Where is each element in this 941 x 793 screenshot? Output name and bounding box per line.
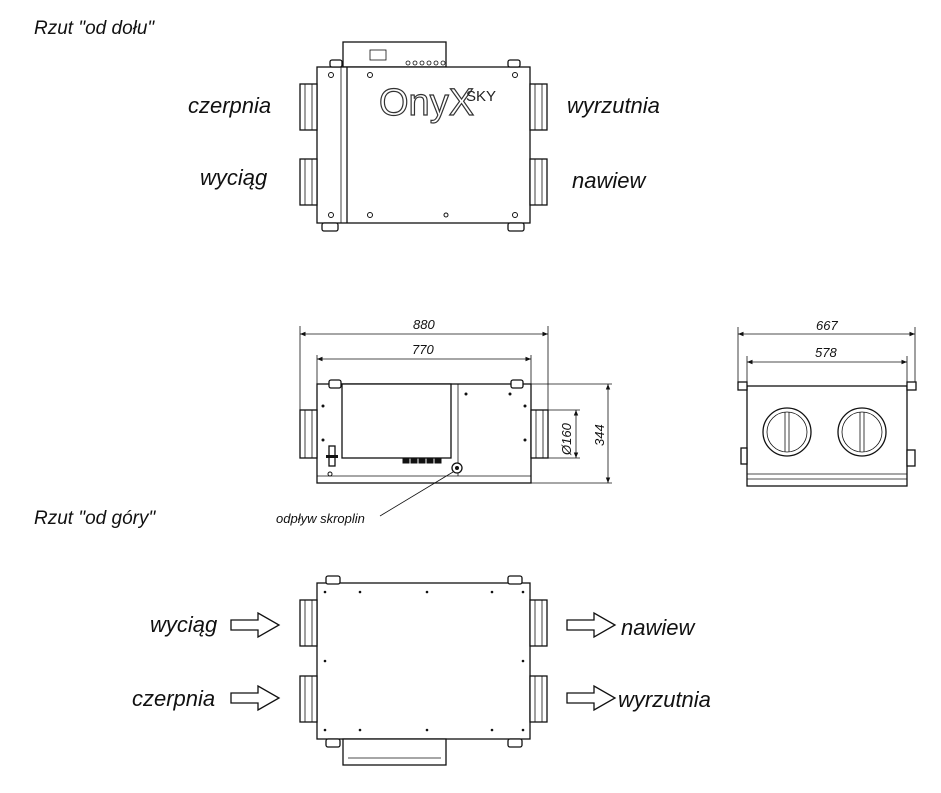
bottom-view-unit <box>299 41 548 232</box>
dim-770: 770 <box>412 342 434 357</box>
dim-duct-diameter: Ø160 <box>559 422 574 456</box>
top-label-wyciag: wyciąg <box>150 612 218 637</box>
drain-label: odpływ skroplin <box>276 511 365 526</box>
bottom-label-wyciag: wyciąg <box>200 165 268 190</box>
dim-344: 344 <box>592 424 607 446</box>
flow-arrow-czerpnia <box>230 684 281 712</box>
top-label-nawiew: nawiew <box>621 615 696 640</box>
bottom-label-wyrzutnia: wyrzutnia <box>567 93 660 118</box>
top-view-unit <box>299 575 548 766</box>
brand-logo-sub: SKY <box>466 88 496 105</box>
dim-880: 880 <box>413 317 435 332</box>
bottom-label-nawiew: nawiew <box>572 168 647 193</box>
drain-leader <box>379 471 454 517</box>
flow-arrow-wyrzutnia <box>566 684 617 712</box>
flow-arrow-nawiew <box>566 611 617 639</box>
dim-667: 667 <box>816 318 838 333</box>
side-view-unit <box>299 326 612 484</box>
flow-arrow-wyciag <box>230 611 281 639</box>
dim-578: 578 <box>815 345 837 360</box>
top-label-wyrzutnia: wyrzutnia <box>618 687 711 712</box>
top-label-czerpnia: czerpnia <box>132 686 215 711</box>
brand-logo: OnyX <box>379 82 474 124</box>
bottom-label-czerpnia: czerpnia <box>188 93 271 118</box>
top-view-title: Rzut "od góry" <box>34 508 156 529</box>
bottom-view-title: Rzut "od dołu" <box>34 18 155 39</box>
end-view-unit <box>737 327 917 487</box>
